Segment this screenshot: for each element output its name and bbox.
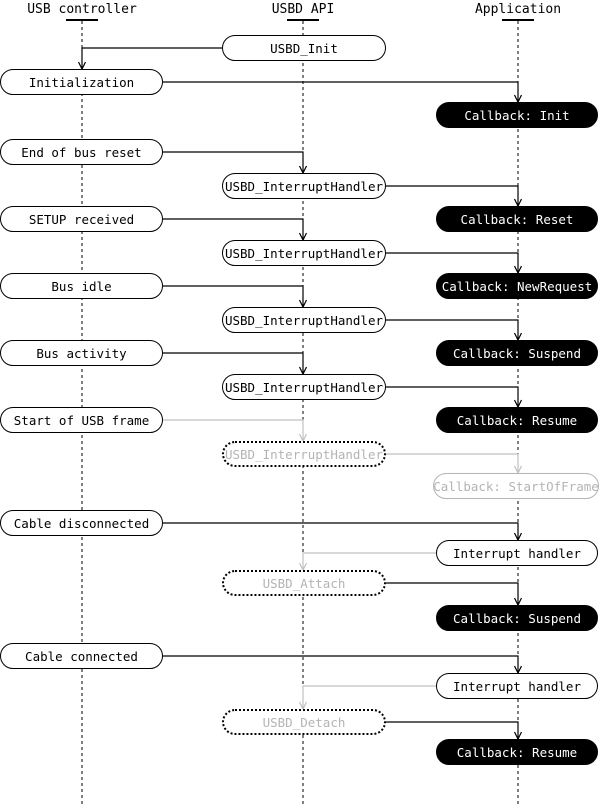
connector-start-of-usb-frame-to-interrupthandler-gray — [163, 419, 308, 443]
connector-cable-disconnected-to-interrupt-handler — [163, 522, 523, 542]
node-interrupt-handler-1: Interrupt handler — [436, 540, 598, 566]
node-callback-resume-1: Callback: Resume — [436, 407, 598, 433]
node-usbd-interrupthandler-4: USBD_InterruptHandler — [222, 374, 386, 400]
node-interrupt-handler-2: Interrupt handler — [436, 673, 598, 699]
connector-interrupthandler-to-callback-suspend — [386, 319, 523, 342]
connector-interrupthandler-to-callback-startofframe-gray — [386, 453, 523, 475]
connector-initialization-to-callback-init — [163, 81, 523, 104]
gray-connectors — [163, 419, 523, 711]
connector-interrupthandler-to-callback-reset — [386, 185, 523, 208]
node-callback-startofframe: Callback: StartOfFrame — [433, 473, 599, 499]
connector-interrupt-handler-to-usbd-detach-gray — [298, 685, 436, 711]
connector-bus-activity-to-interrupthandler — [163, 352, 308, 376]
node-callback-suspend-1: Callback: Suspend — [436, 340, 598, 366]
node-bus-activity: Bus activity — [0, 340, 163, 366]
usbd-api-header-bar — [287, 19, 319, 21]
node-start-of-usb-frame: Start of USB frame — [0, 407, 163, 433]
column-header-usbd-api: USBD API — [271, 2, 335, 17]
application-header-bar — [502, 19, 534, 21]
connector-usbd-init-to-initialization — [77, 47, 222, 71]
usb-controller-header-bar — [66, 19, 98, 21]
connector-usbd-attach-to-callback-suspend — [386, 582, 523, 607]
connector-interrupt-handler-to-usbd-attach-gray — [298, 552, 436, 572]
node-setup-received: SETUP received — [0, 206, 163, 232]
node-usbd-interrupthandler-2: USBD_InterruptHandler — [222, 240, 386, 266]
column-header-usb-controller: USB controller — [27, 2, 137, 17]
connector-setup-received-to-interrupthandler — [163, 218, 308, 242]
black-connectors — [77, 47, 523, 741]
node-usbd-interrupthandler-ghost: USBD_InterruptHandler — [222, 441, 386, 467]
node-cable-disconnected: Cable disconnected — [0, 510, 163, 536]
node-usbd-attach: USBD_Attach — [222, 570, 386, 596]
node-bus-idle: Bus idle — [0, 273, 163, 299]
node-callback-reset: Callback: Reset — [436, 206, 598, 232]
column-header-application: Application — [474, 2, 562, 17]
connector-interrupthandler-to-callback-resume — [386, 386, 523, 409]
node-usbd-detach: USBD_Detach — [222, 709, 386, 735]
node-end-of-bus-reset: End of bus reset — [0, 139, 163, 165]
connector-cable-connected-to-interrupt-handler — [163, 655, 523, 675]
connector-bus-idle-to-interrupthandler — [163, 285, 308, 309]
connector-usbd-detach-to-callback-resume — [386, 721, 523, 741]
node-usbd-interrupthandler-1: USBD_InterruptHandler — [222, 173, 386, 199]
connector-interrupthandler-to-callback-newrequest — [386, 252, 523, 275]
node-cable-connected: Cable connected — [0, 643, 163, 669]
node-callback-init: Callback: Init — [436, 102, 598, 128]
node-initialization: Initialization — [0, 69, 163, 95]
node-callback-resume-2: Callback: Resume — [436, 739, 598, 765]
node-callback-newrequest: Callback: NewRequest — [436, 273, 598, 299]
node-usbd-interrupthandler-3: USBD_InterruptHandler — [222, 307, 386, 333]
node-usbd-init: USBD_Init — [222, 35, 386, 61]
connector-end-of-bus-reset-to-interrupthandler — [163, 151, 308, 175]
node-callback-suspend-2: Callback: Suspend — [436, 605, 598, 631]
